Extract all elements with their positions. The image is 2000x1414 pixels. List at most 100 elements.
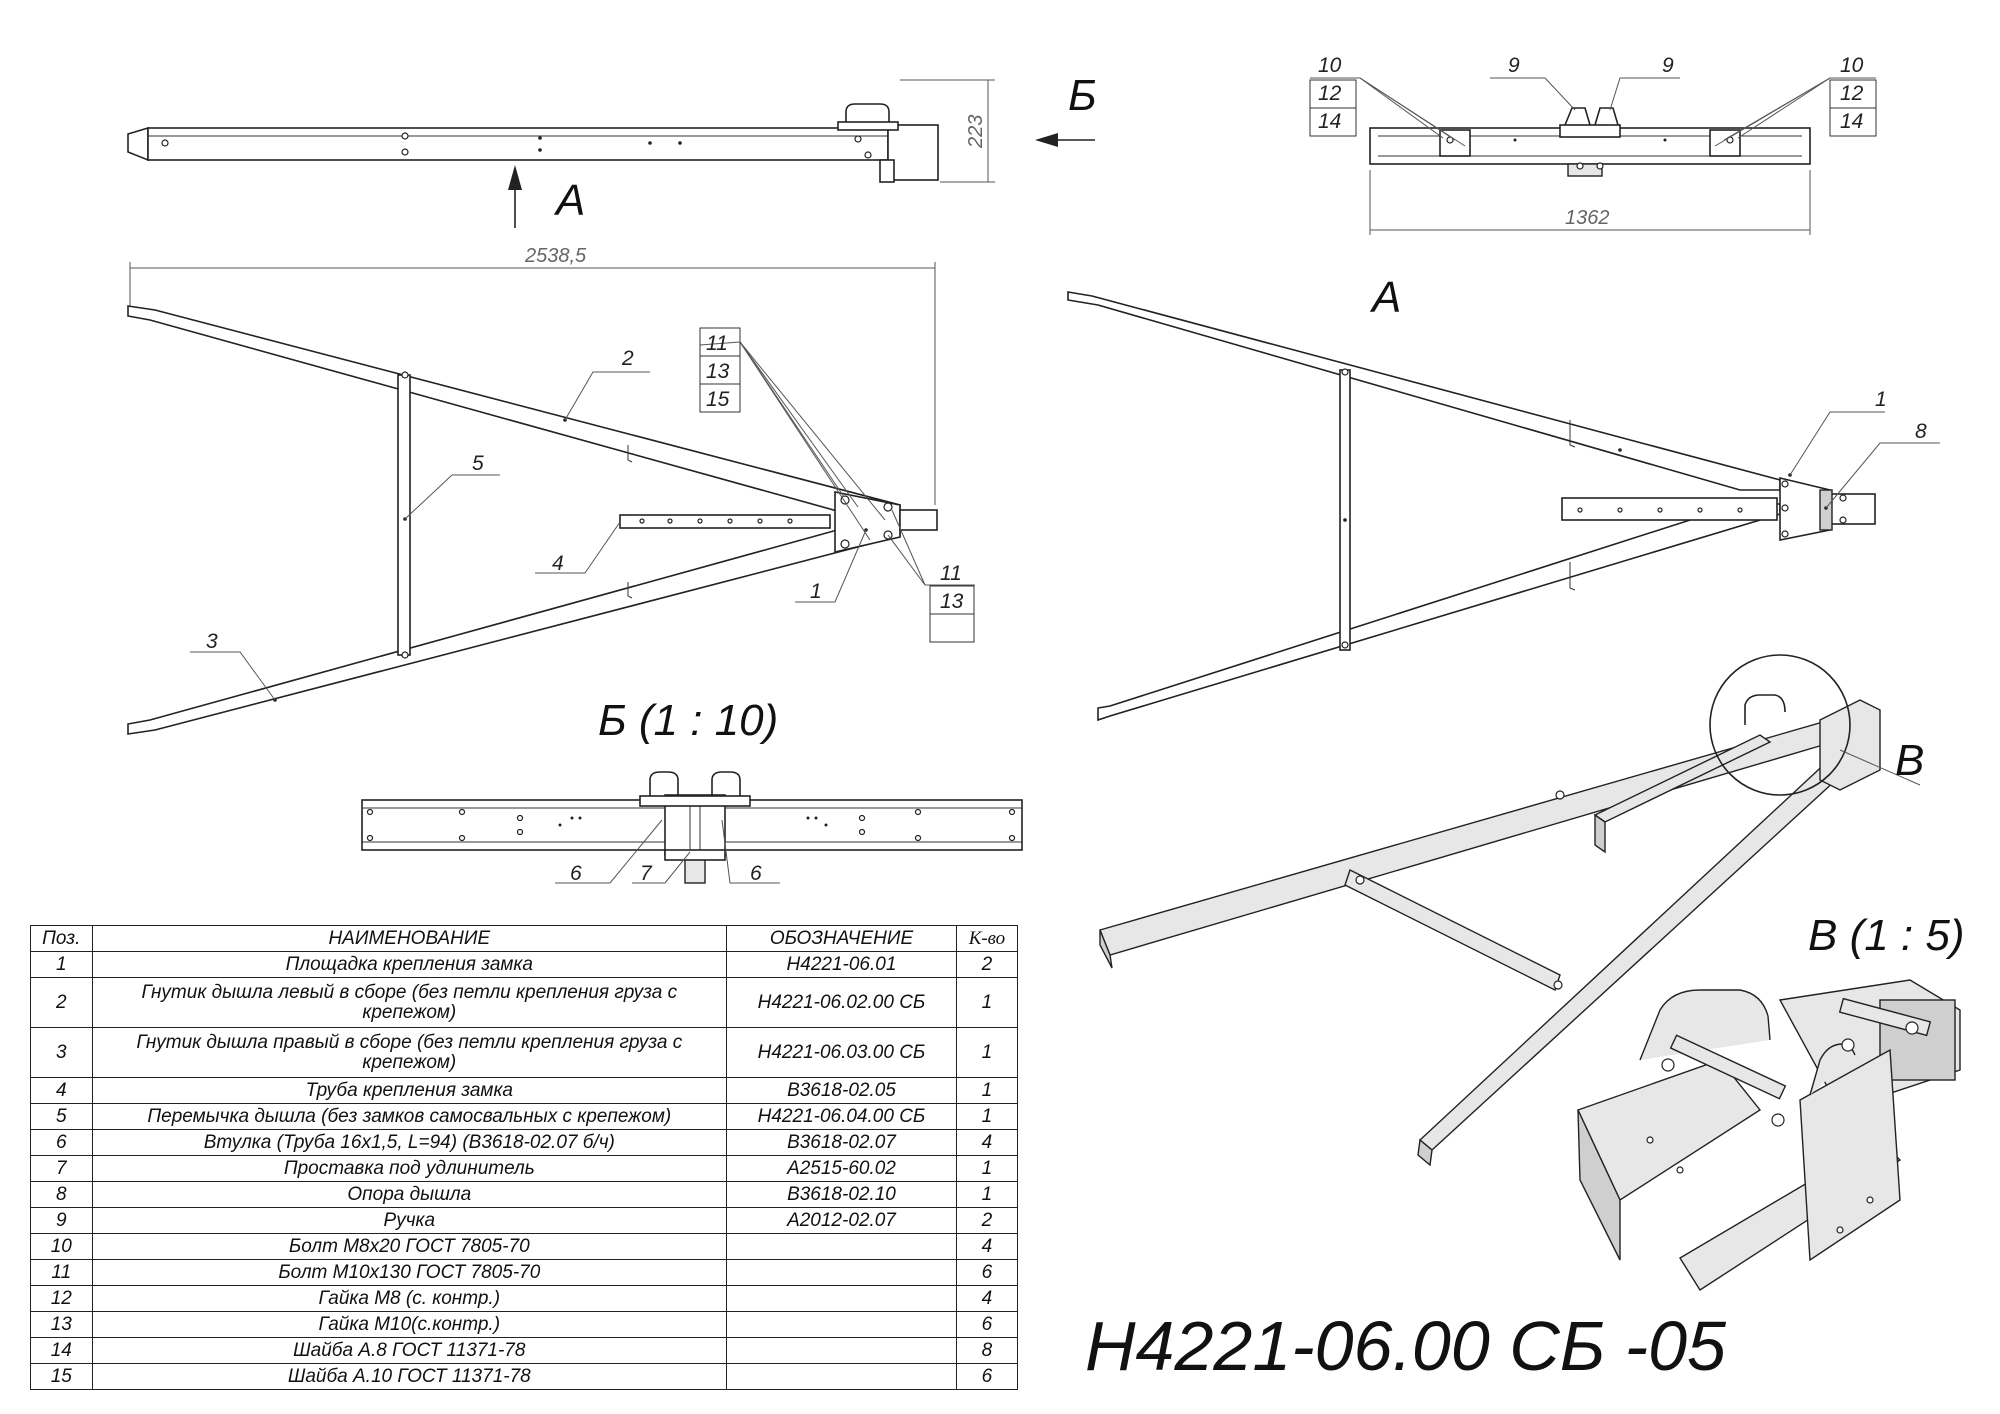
cell-code: Н4221-06.02.00 СБ xyxy=(726,977,957,1028)
end-view xyxy=(1309,77,1877,235)
cell-pos: 12 xyxy=(30,1285,93,1312)
callout-1: 1 xyxy=(810,580,822,603)
dim-length: 2538,5 xyxy=(524,245,587,267)
cell-qty: 6 xyxy=(955,1259,1019,1286)
callout-9-left: 9 xyxy=(1508,54,1520,77)
callout-13-lower: 13 xyxy=(940,590,964,613)
callout-4: 4 xyxy=(552,552,564,575)
cell-pos: 14 xyxy=(30,1337,93,1364)
cell-pos: 3 xyxy=(30,1027,93,1078)
cell-code xyxy=(726,1363,957,1390)
callout-12-right: 12 xyxy=(1840,82,1864,105)
cell-qty: 2 xyxy=(955,951,1019,978)
view-v-callout: В xyxy=(1895,736,1924,785)
callout-11-lower: 11 xyxy=(940,562,962,585)
dim-width: 1362 xyxy=(1565,207,1610,229)
callout-8: 8 xyxy=(1915,420,1927,443)
top-view-leaders xyxy=(190,327,975,701)
cell-pos: 13 xyxy=(30,1311,93,1338)
cell-code xyxy=(726,1337,957,1364)
callout-1-view-a: 1 xyxy=(1875,388,1887,411)
callout-10-right: 10 xyxy=(1840,54,1864,77)
col-header-name: НАИМЕНОВАНИЕ xyxy=(91,925,728,952)
callout-13: 13 xyxy=(706,360,730,383)
cell-code: В3618-02.07 xyxy=(726,1129,957,1156)
callout-6-right: 6 xyxy=(750,862,762,885)
callout-11: 11 xyxy=(706,332,728,355)
cell-code: Н4221-06.01 xyxy=(726,951,957,978)
cell-code xyxy=(726,1259,957,1286)
cell-name: Площадка крепления замка xyxy=(91,951,728,978)
view-b-title: Б (1 : 10) xyxy=(598,696,778,745)
dim-height: 223 xyxy=(965,115,987,149)
table-header-row: Поз. НАИМЕНОВАНИЕ ОБОЗНАЧЕНИЕ К-во xyxy=(30,925,1019,952)
cell-qty: 4 xyxy=(955,1285,1019,1312)
cell-code xyxy=(726,1311,957,1338)
cell-code: Н4221-06.04.00 СБ xyxy=(726,1103,957,1130)
callout-2: 2 xyxy=(621,347,634,370)
cell-qty: 4 xyxy=(955,1129,1019,1156)
callout-12-left: 12 xyxy=(1318,82,1342,105)
cell-qty: 1 xyxy=(955,1103,1019,1130)
cell-name: Болт М8х20 ГОСТ 7805-70 xyxy=(91,1233,728,1260)
cell-qty: 8 xyxy=(955,1337,1019,1364)
cell-name: Шайба А.10 ГОСТ 11371-78 xyxy=(91,1363,728,1390)
cell-pos: 4 xyxy=(30,1077,93,1104)
callout-10-left: 10 xyxy=(1318,54,1342,77)
cell-qty: 6 xyxy=(955,1363,1019,1390)
callout-14-left: 14 xyxy=(1318,110,1341,133)
cell-qty: 4 xyxy=(955,1233,1019,1260)
cell-pos: 7 xyxy=(30,1155,93,1182)
col-header-pos: Поз. xyxy=(30,925,93,952)
callout-5: 5 xyxy=(472,452,484,475)
callout-7: 7 xyxy=(640,862,653,885)
view-a-title: А xyxy=(1369,273,1401,322)
cell-qty: 1 xyxy=(955,1181,1019,1208)
cell-code: В3618-02.05 xyxy=(726,1077,957,1104)
cell-name: Втулка (Труба 16х1,5, L=94) (В3618-02.07… xyxy=(91,1129,728,1156)
cell-qty: 1 xyxy=(955,1077,1019,1104)
isometric-view xyxy=(1099,654,1921,1167)
cell-name: Гнутик дышла правый в сборе (без петли к… xyxy=(91,1027,728,1078)
cell-code: Н4221-06.03.00 СБ xyxy=(726,1027,957,1078)
cell-pos: 15 xyxy=(30,1363,93,1390)
drawing-number: Н4221-06.00 СБ -05 xyxy=(1085,1307,1727,1385)
col-header-code: ОБОЗНАЧЕНИЕ xyxy=(726,925,957,952)
callout-9-right: 9 xyxy=(1662,54,1674,77)
cell-qty: 6 xyxy=(955,1311,1019,1338)
callout-3: 3 xyxy=(206,630,218,653)
cell-pos: 8 xyxy=(30,1181,93,1208)
cell-code: А2012-02.07 xyxy=(726,1207,957,1234)
callout-6-left: 6 xyxy=(570,862,582,885)
cell-qty: 2 xyxy=(955,1207,1019,1234)
cell-name: Труба крепления замка xyxy=(91,1077,728,1104)
cell-name: Гайка М8 (с. контр.) xyxy=(91,1285,728,1312)
col-header-qty: К-во xyxy=(955,925,1019,952)
cell-name: Болт М10х130 ГОСТ 7805-70 xyxy=(91,1259,728,1286)
cell-pos: 2 xyxy=(30,977,93,1028)
top-view-frame xyxy=(127,305,938,735)
cell-name: Шайба А.8 ГОСТ 11371-78 xyxy=(91,1337,728,1364)
cell-qty: 1 xyxy=(955,1027,1019,1078)
cell-name: Проставка под удлинитель xyxy=(91,1155,728,1182)
view-v-detail xyxy=(1577,979,1961,1291)
cell-code: В3618-02.10 xyxy=(726,1181,957,1208)
side-view xyxy=(127,79,1095,228)
view-v-title: В (1 : 5) xyxy=(1808,911,1965,960)
